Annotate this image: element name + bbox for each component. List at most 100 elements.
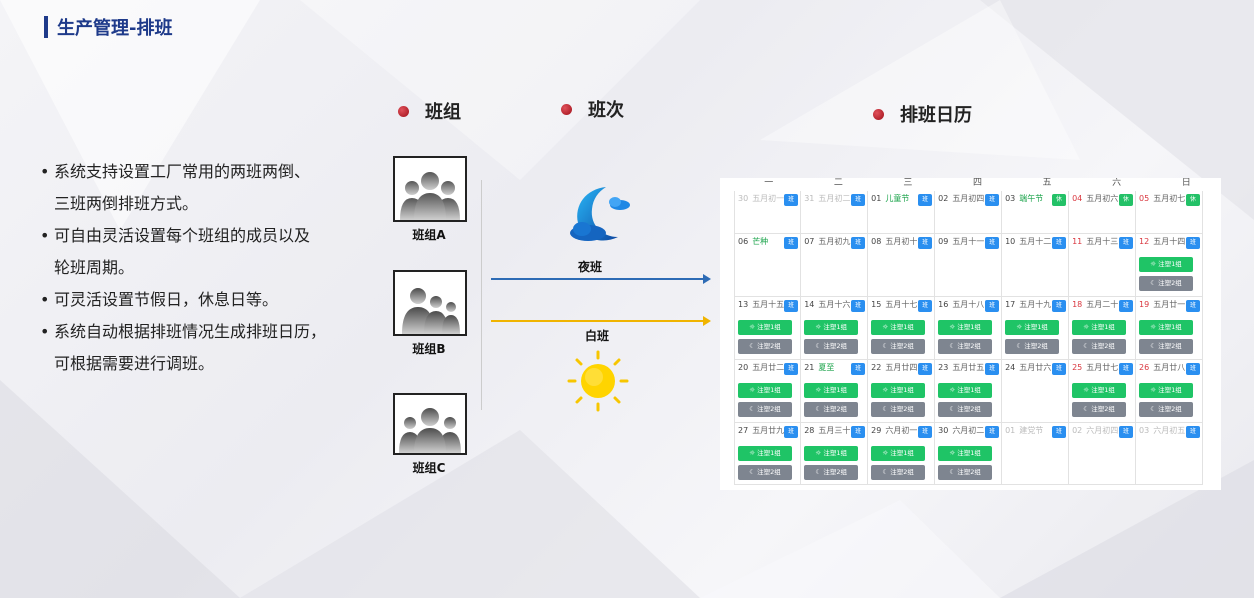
work-day-tag[interactable]: 班: [784, 426, 799, 438]
shift-group-1-button[interactable]: ☼ 注塑1组: [871, 320, 926, 335]
shift-group-1-button[interactable]: ☼ 注塑1组: [738, 383, 792, 398]
shift-group-2-button[interactable]: ☾ 注塑2组: [871, 465, 926, 480]
shift-group-2-button[interactable]: ☾ 注塑2组: [938, 339, 993, 354]
work-day-tag[interactable]: 班: [918, 237, 933, 249]
work-day-tag[interactable]: 班: [985, 363, 1000, 375]
work-day-tag[interactable]: 班: [1119, 300, 1134, 312]
work-day-tag[interactable]: 班: [1052, 300, 1067, 312]
work-day-tag[interactable]: 班: [1186, 426, 1200, 438]
shift-group-1-button[interactable]: ☼ 注塑1组: [804, 320, 859, 335]
shift-group-2-button[interactable]: ☾ 注塑2组: [1139, 339, 1194, 354]
rest-day-tag[interactable]: 休: [1186, 194, 1200, 206]
work-day-tag[interactable]: 班: [985, 300, 1000, 312]
shift-group-2-button[interactable]: ☾ 注塑2组: [1072, 339, 1127, 354]
work-day-tag[interactable]: 班: [851, 237, 866, 249]
work-day-tag[interactable]: 班: [985, 237, 1000, 249]
shift-group-1-button[interactable]: ☼ 注塑1组: [738, 446, 792, 461]
work-day-tag[interactable]: 班: [1186, 237, 1200, 249]
work-day-tag[interactable]: 班: [851, 426, 866, 438]
rest-day-tag[interactable]: 休: [1119, 194, 1134, 206]
work-day-tag[interactable]: 班: [851, 363, 866, 375]
work-day-tag[interactable]: 班: [784, 363, 799, 375]
shift-group-2-button[interactable]: ☾ 注塑2组: [1005, 339, 1060, 354]
work-day-tag[interactable]: 班: [918, 426, 933, 438]
shift-group-2-button[interactable]: ☾ 注塑2组: [871, 339, 926, 354]
work-day-tag[interactable]: 班: [784, 300, 799, 312]
work-day-tag[interactable]: 班: [918, 300, 933, 312]
shift-group-2-button[interactable]: ☾ 注塑2组: [938, 402, 993, 417]
shift-group-2-button[interactable]: ☾ 注塑2组: [738, 339, 792, 354]
shift-group-2-button[interactable]: ☾ 注塑2组: [738, 465, 792, 480]
rest-day-tag[interactable]: 休: [1052, 194, 1067, 206]
shift-group-2-button[interactable]: ☾ 注塑2组: [804, 339, 859, 354]
shift-group-1-button[interactable]: ☼ 注塑1组: [1139, 257, 1194, 272]
shift-group-2-button[interactable]: ☾ 注塑2组: [804, 465, 859, 480]
shift-group-2-button[interactable]: ☾ 注塑2组: [938, 465, 993, 480]
work-day-tag[interactable]: 班: [918, 194, 933, 206]
work-day-tag[interactable]: 班: [1052, 237, 1067, 249]
work-day-tag[interactable]: 班: [1052, 363, 1067, 375]
shift-group-2-button[interactable]: ☾ 注塑2组: [1139, 402, 1194, 417]
shift-group-1-button[interactable]: ☼ 注塑1组: [871, 446, 926, 461]
work-day-tag[interactable]: 班: [1119, 363, 1134, 375]
work-day-tag[interactable]: 班: [985, 194, 1000, 206]
shift-group-2-button[interactable]: ☾ 注塑2组: [1072, 402, 1127, 417]
shift-group-1-button[interactable]: ☼ 注塑1组: [804, 446, 859, 461]
shift-group-2-button[interactable]: ☾ 注塑2组: [738, 402, 792, 417]
shift-group-1-button[interactable]: ☼ 注塑1组: [1005, 320, 1060, 335]
shift-group-1-button[interactable]: ☼ 注塑1组: [804, 383, 859, 398]
work-day-tag[interactable]: 班: [1119, 426, 1134, 438]
shift-group-1-button[interactable]: ☼ 注塑1组: [1072, 320, 1127, 335]
shift-group-1-button[interactable]: ☼ 注塑1组: [1139, 383, 1194, 398]
work-day-tag[interactable]: 班: [784, 194, 799, 206]
shift-group-2-button[interactable]: ☾ 注塑2组: [871, 402, 926, 417]
shift-group-1-button[interactable]: ☼ 注塑1组: [871, 383, 926, 398]
work-day-tag[interactable]: 班: [1186, 363, 1200, 375]
work-day-tag[interactable]: 班: [784, 237, 799, 249]
shift-group-1-button[interactable]: ☼ 注塑1组: [938, 320, 993, 335]
work-day-tag[interactable]: 班: [851, 194, 866, 206]
work-day-tag[interactable]: 班: [918, 363, 933, 375]
work-day-tag[interactable]: 班: [1119, 237, 1134, 249]
shift-group-2-button[interactable]: ☾ 注塑2组: [1139, 276, 1194, 291]
shift-group-2-button[interactable]: ☾ 注塑2组: [804, 402, 859, 417]
work-day-tag[interactable]: 班: [1052, 426, 1067, 438]
work-day-tag[interactable]: 班: [851, 300, 866, 312]
shift-group-1-button[interactable]: ☼ 注塑1组: [938, 383, 993, 398]
shift-group-1-button[interactable]: ☼ 注塑1组: [738, 320, 792, 335]
shift-group-1-button[interactable]: ☼ 注塑1组: [1139, 320, 1194, 335]
